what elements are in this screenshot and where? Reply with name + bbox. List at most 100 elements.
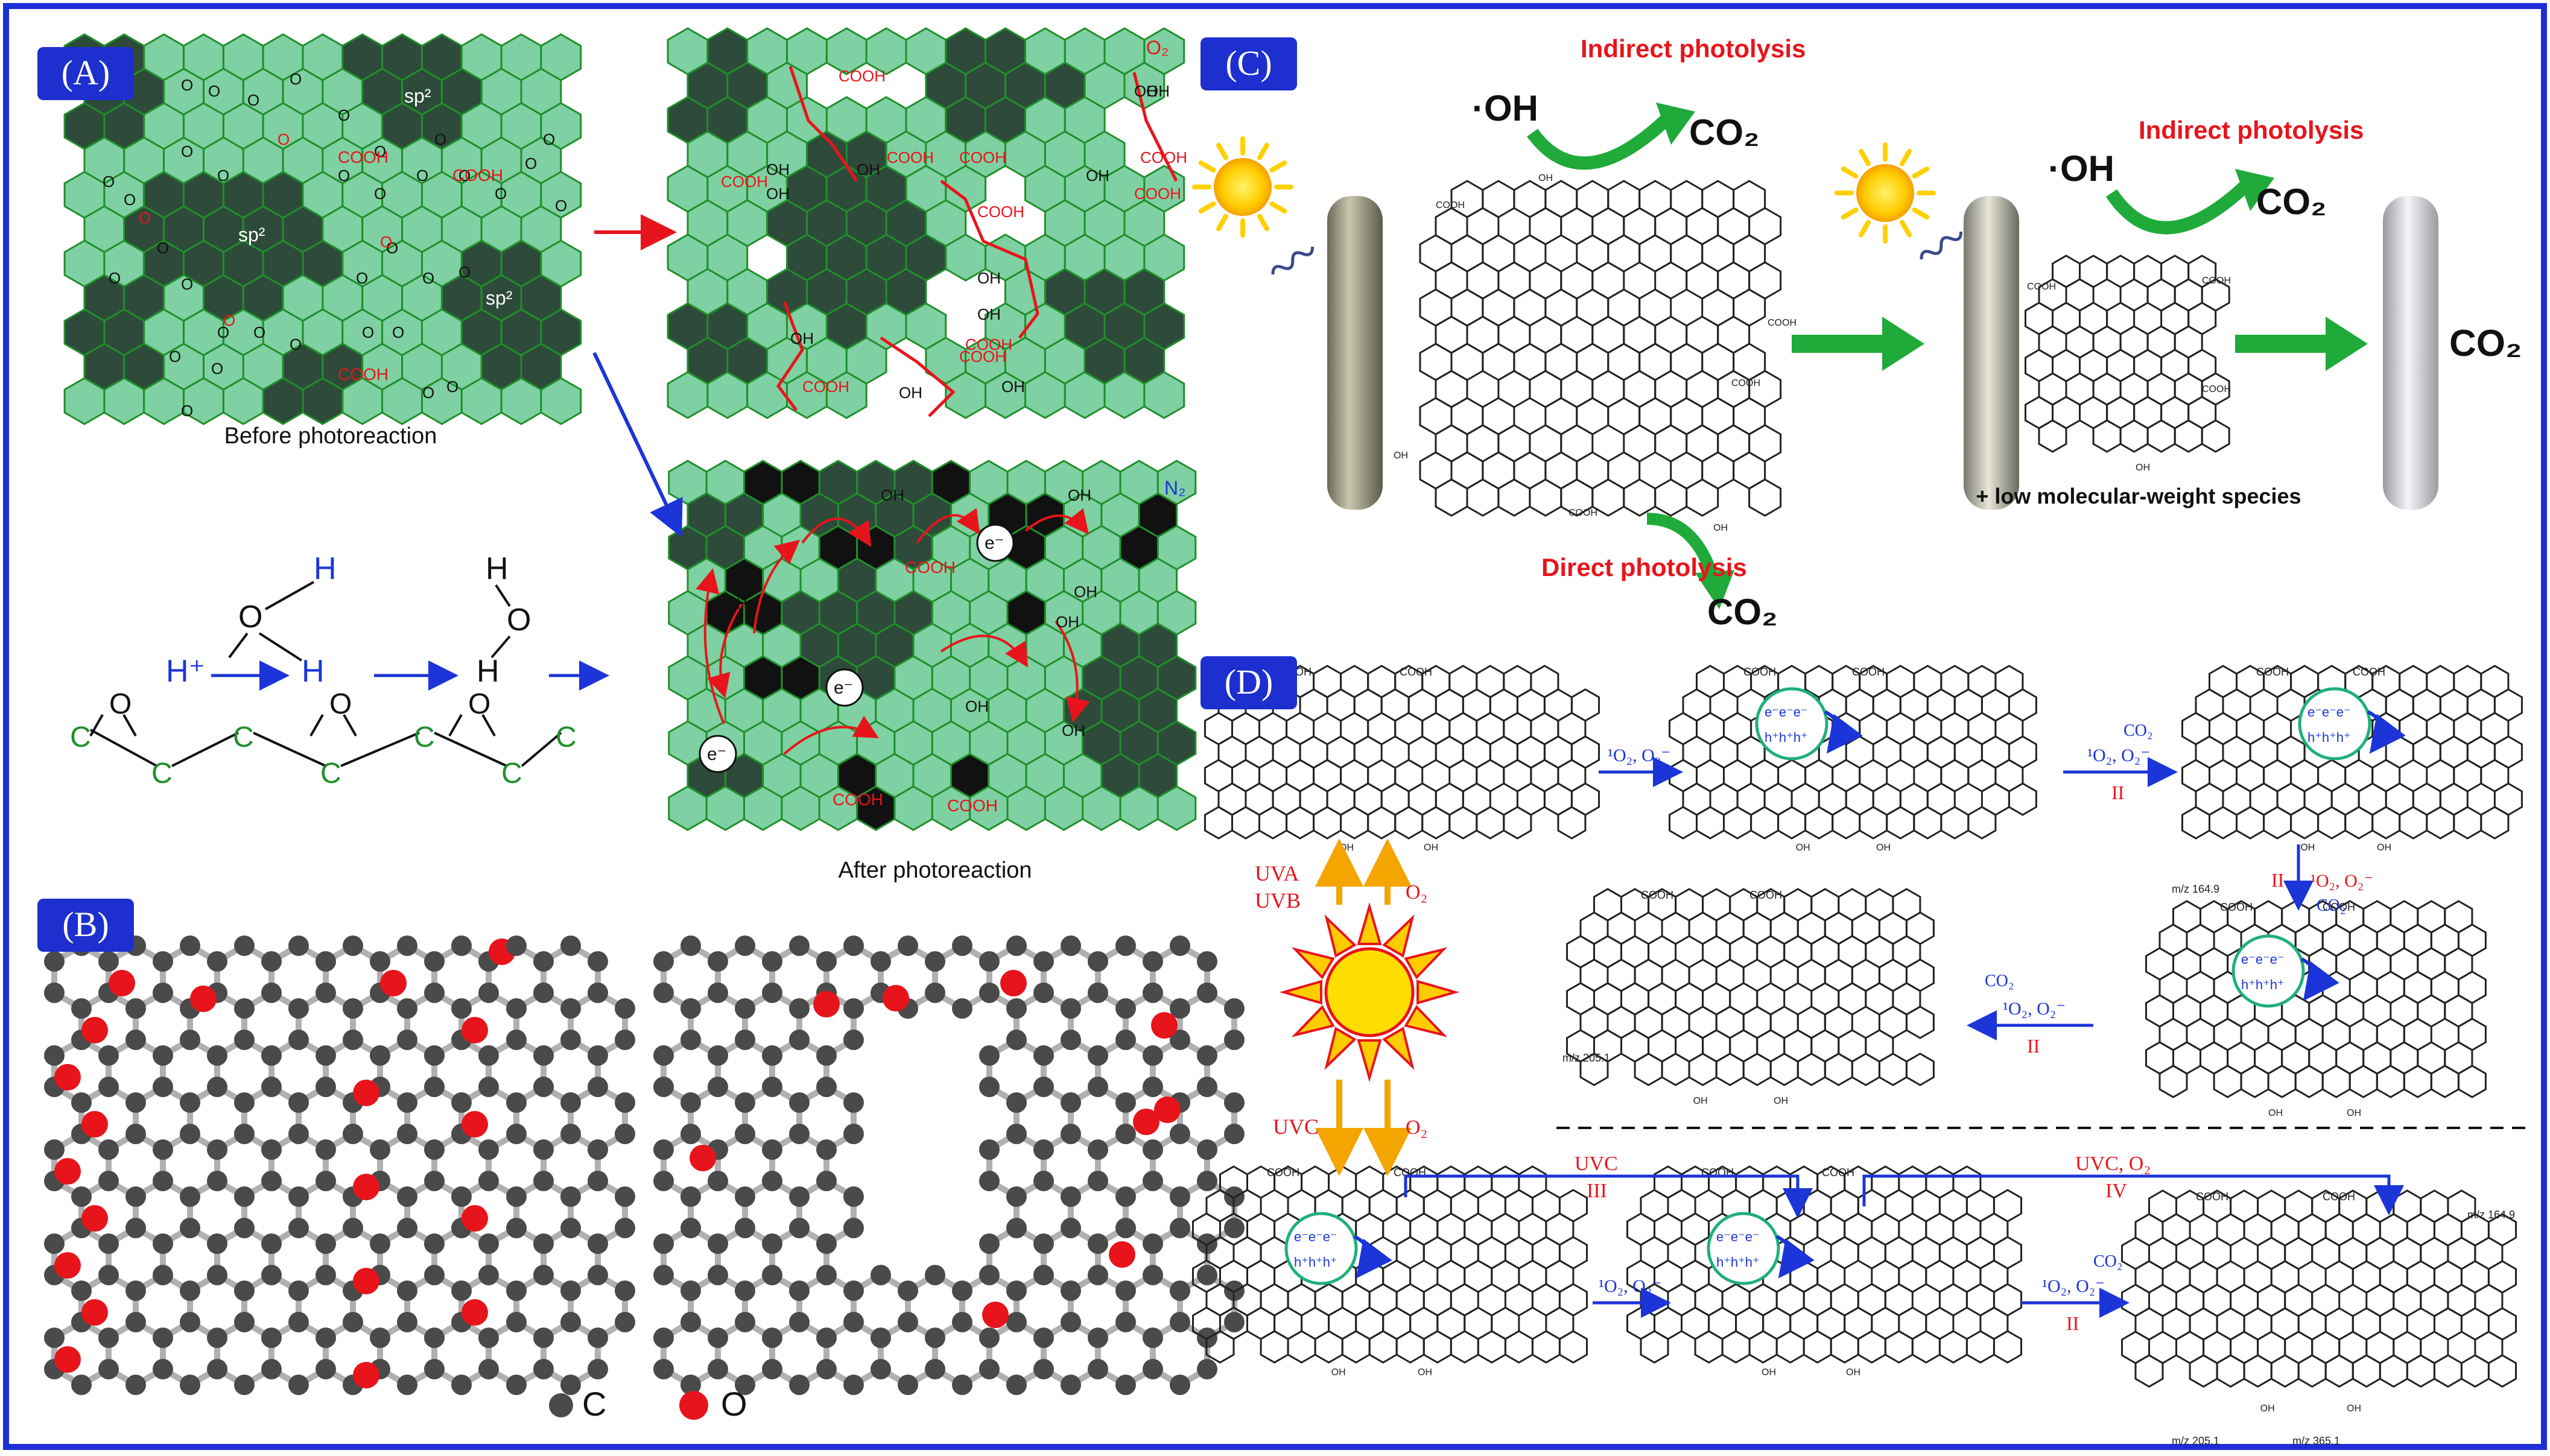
substituent-label: COOH	[1568, 508, 1597, 518]
carbon-atom	[234, 1124, 255, 1144]
carbon-atom	[735, 1218, 755, 1238]
carbon-atom	[424, 1328, 445, 1348]
carbon-atom	[261, 983, 282, 1003]
carbon-atom	[343, 1312, 363, 1332]
electron-marker	[976, 524, 1015, 562]
light-wave-icon	[1271, 247, 1315, 275]
ring	[2324, 1354, 2354, 1388]
hydrogen-label: H	[477, 654, 500, 689]
carbon-atom	[506, 1186, 527, 1207]
panel-tag-d: (D)	[1200, 656, 1297, 709]
carbon-atom	[1115, 1186, 1136, 1207]
sun-ray	[1257, 142, 1269, 160]
carbon-atom	[207, 1077, 227, 1097]
sun-ray	[1216, 214, 1228, 232]
ring	[1715, 1052, 1745, 1086]
carbon-atom	[125, 1218, 146, 1238]
carbon-atom	[424, 1171, 445, 1191]
sun-ray	[1404, 947, 1448, 980]
cooh-group-label: COOH	[977, 203, 1024, 221]
carbon-atom	[1088, 1045, 1108, 1066]
electron-marker	[699, 735, 737, 773]
ring	[2134, 1354, 2164, 1388]
substituent-label: OH	[1538, 173, 1553, 183]
test-tube-go-light	[1964, 196, 2019, 510]
ring	[1886, 806, 1915, 840]
carbon-atom	[708, 951, 728, 972]
carbon-atom	[816, 1233, 837, 1254]
ring	[2480, 806, 2510, 840]
sun-ray	[1357, 902, 1382, 945]
uvc-iii-connector	[1404, 1174, 1813, 1218]
carbon-atom	[1033, 951, 1054, 972]
substituent-label: COOH	[1400, 666, 1432, 678]
sp2-domain-label: sp²	[238, 224, 265, 245]
oxygen-group-label: O	[380, 233, 392, 251]
carbon-atom	[653, 1359, 674, 1379]
electron-label: e⁻e⁻e⁻	[2241, 952, 2285, 967]
carbon-atom	[789, 1092, 810, 1113]
carbon-atom	[1143, 1359, 1163, 1379]
carbon-atom	[478, 1233, 499, 1254]
carbon-atom	[1197, 1359, 1217, 1379]
carbon-atom	[762, 1045, 782, 1066]
process-arrow-2	[2235, 317, 2368, 371]
o2-label: O₂	[1146, 37, 1169, 59]
carbon-atom	[1115, 1092, 1136, 1113]
carbon-atom	[789, 1375, 810, 1395]
legend-oxygen-label: O	[721, 1385, 747, 1423]
carbon-atom	[343, 1124, 363, 1144]
carbon-atom	[789, 1030, 810, 1050]
cooh-group-label: COOH	[338, 148, 389, 166]
carbon-atom	[261, 1077, 282, 1097]
carbon-atom	[125, 998, 146, 1019]
carbon-atom	[316, 1233, 336, 1254]
step-iv-label: IV	[2105, 1180, 2127, 1202]
carbon-atom	[1170, 1312, 1190, 1332]
outer-frame	[3, 3, 2547, 1450]
sun-ray	[1859, 220, 1871, 238]
substituent-label: OH	[1796, 843, 1810, 853]
ring	[1466, 478, 1500, 517]
ring	[2371, 806, 2401, 840]
carbon-atom	[843, 1218, 864, 1238]
oxygen-group-label: O	[139, 209, 151, 227]
oxygen-atom	[883, 985, 909, 1011]
epoxide-bond	[448, 714, 463, 736]
oxygen-atom	[461, 1299, 488, 1326]
ring	[2433, 1354, 2463, 1388]
panel-tag-b: (B)	[37, 899, 134, 952]
carbon-atom	[451, 1092, 472, 1113]
oh-group-label: OH	[724, 595, 747, 613]
carbon-atom	[234, 1280, 255, 1301]
carbon-atom	[762, 951, 782, 972]
oh-group-label: OH	[881, 486, 904, 504]
carbon-atom	[261, 951, 282, 972]
carbon-atom	[762, 1265, 782, 1285]
carbon-atom	[1115, 935, 1136, 956]
indirect-photolysis-arrow	[1527, 115, 1670, 170]
carbon-atom	[979, 1139, 1000, 1160]
low-mw-text: + low molecular-weight species	[1976, 484, 2301, 508]
oh-group-label: OH	[1134, 82, 1158, 100]
carbon-atom	[1115, 1375, 1136, 1395]
substituent-label: OH	[1713, 523, 1728, 533]
oxygen-group-label: O	[458, 263, 471, 281]
carbon-atom	[1170, 1030, 1190, 1050]
ring	[2290, 806, 2320, 840]
substituent-label: OH	[1774, 1096, 1788, 1106]
carbon-atom	[316, 1359, 336, 1379]
carbon-label: C	[414, 721, 435, 753]
carbon-atom	[560, 998, 581, 1019]
carbon-atom	[1033, 1045, 1054, 1066]
carbon-atom	[979, 983, 1000, 1003]
substituent-label: OH	[1394, 451, 1408, 461]
oxygen-atom	[81, 1017, 108, 1043]
substituent-label: COOH	[1267, 1166, 1299, 1179]
ring	[1832, 806, 1861, 840]
carbon-atom	[816, 1265, 837, 1285]
carbon-atom	[1033, 1328, 1054, 1348]
electron-marker	[825, 668, 864, 707]
